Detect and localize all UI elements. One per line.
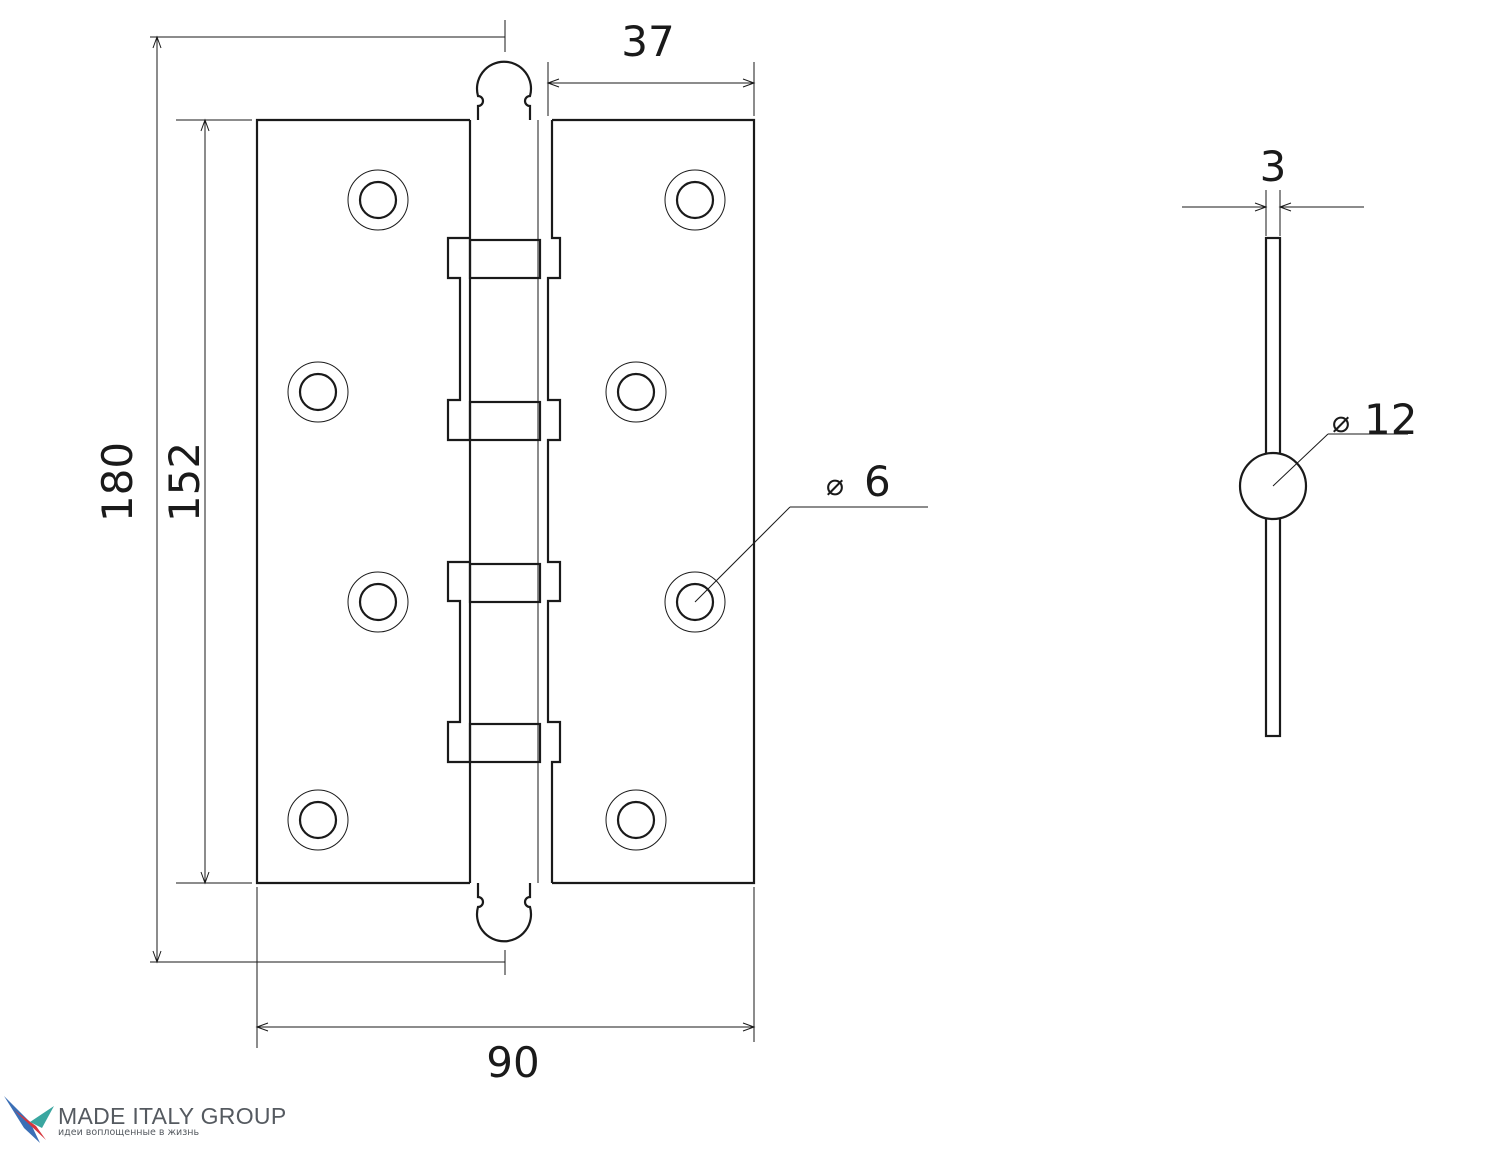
dimension-overall-height: 180 bbox=[93, 20, 506, 975]
screw-hole bbox=[664, 571, 726, 633]
dimension-plate-height: 152 bbox=[160, 118, 252, 885]
hinge-side-view bbox=[1238, 236, 1308, 738]
dimension-label-90: 90 bbox=[486, 1038, 539, 1087]
knuckle-band bbox=[468, 400, 542, 442]
diameter-symbol: ⌀ bbox=[1332, 405, 1350, 440]
screw-hole bbox=[347, 571, 409, 633]
left-leaf-outline bbox=[255, 118, 470, 885]
dimension-label-6: 6 bbox=[864, 457, 891, 506]
screw-hole bbox=[347, 169, 409, 231]
dimension-label-3: 3 bbox=[1260, 142, 1287, 191]
dimension-leaf-width: 37 bbox=[546, 17, 756, 116]
dimension-total-width: 90 bbox=[255, 887, 756, 1087]
dimension-label-152: 152 bbox=[160, 442, 209, 522]
hinge-front-view bbox=[255, 60, 756, 943]
logo-name: MADE ITALY GROUP bbox=[58, 1103, 287, 1129]
dimension-thickness: 3 bbox=[1182, 142, 1364, 236]
right-leaf-outline bbox=[552, 118, 756, 885]
screw-hole bbox=[605, 361, 667, 423]
screw-hole bbox=[605, 789, 667, 851]
logo-tagline: идеи воплощенные в жизнь bbox=[58, 1127, 200, 1138]
knuckle-band bbox=[468, 238, 542, 280]
screw-hole bbox=[664, 169, 726, 231]
knuckle-band bbox=[468, 562, 542, 604]
dimension-label-12: 12 bbox=[1364, 395, 1417, 444]
knuckle-band bbox=[468, 722, 542, 764]
screw-hole bbox=[287, 361, 349, 423]
screw-hole bbox=[287, 789, 349, 851]
dimension-label-180: 180 bbox=[93, 442, 142, 522]
dimension-knuckle-diameter: ⌀ 12 bbox=[1272, 395, 1417, 487]
diameter-symbol: ⌀ bbox=[826, 468, 844, 503]
dimension-hole-diameter: ⌀ 6 bbox=[694, 457, 928, 603]
top-finial bbox=[475, 60, 533, 120]
bottom-finial bbox=[475, 883, 533, 943]
logo-mark-icon bbox=[4, 1096, 54, 1143]
dimension-label-37: 37 bbox=[621, 17, 674, 66]
screw-holes bbox=[287, 169, 726, 851]
barrel bbox=[446, 120, 562, 883]
